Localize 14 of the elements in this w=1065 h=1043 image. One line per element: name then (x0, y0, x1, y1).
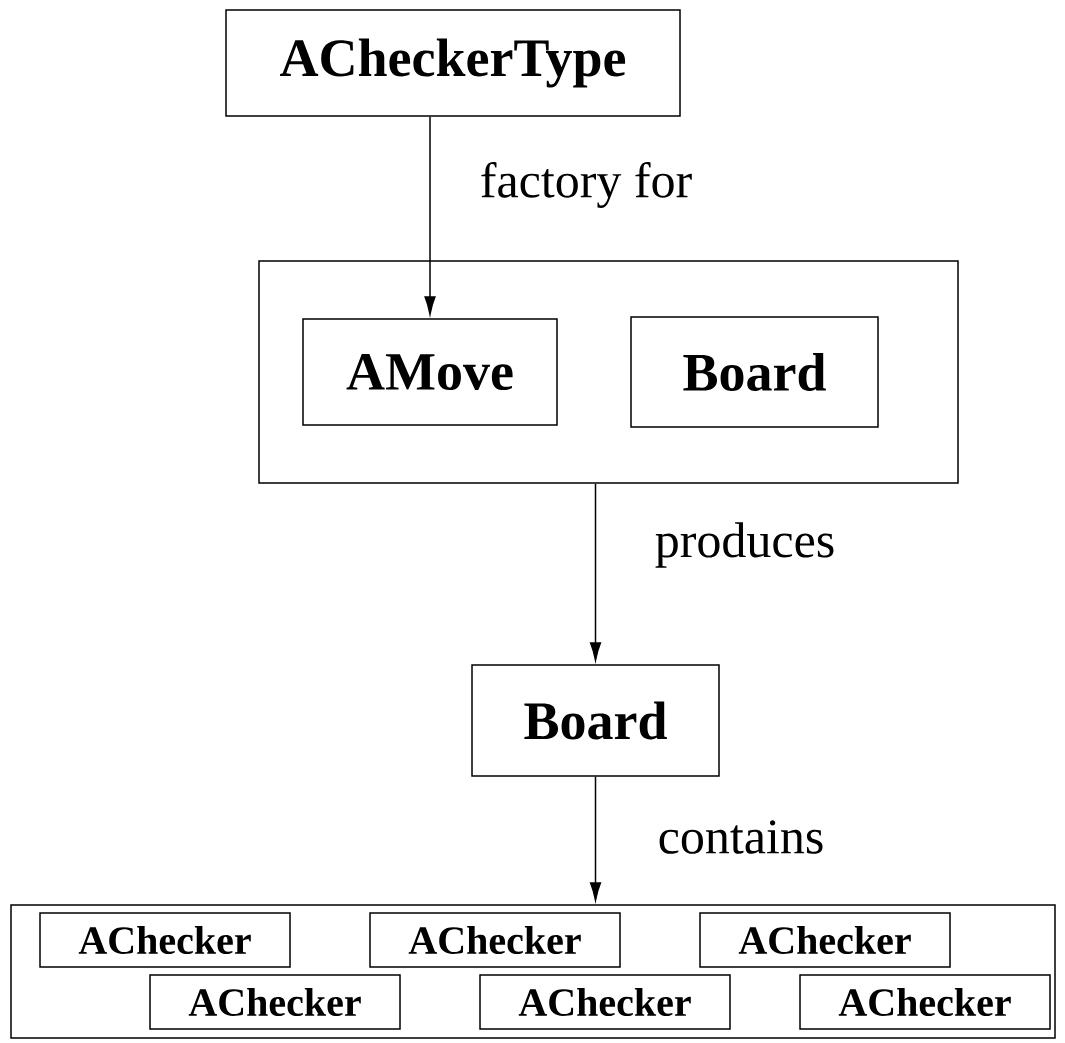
class-box: AChecker (149, 974, 401, 1030)
edge-label: produces (652, 520, 838, 570)
class-box: Board (630, 316, 879, 428)
edge-label: contains (655, 818, 827, 856)
class-box: AChecker (39, 912, 291, 968)
class-box: AChecker (369, 912, 621, 968)
class-box: ACheckerType (225, 9, 681, 117)
class-box: Board (471, 664, 720, 777)
arrow (424, 116, 436, 315)
class-box: AChecker (799, 974, 1051, 1030)
class-box: AMove (302, 318, 558, 426)
class-box: AChecker (479, 974, 731, 1030)
class-box: AChecker (699, 912, 951, 968)
edge-label: factory for (477, 160, 695, 210)
